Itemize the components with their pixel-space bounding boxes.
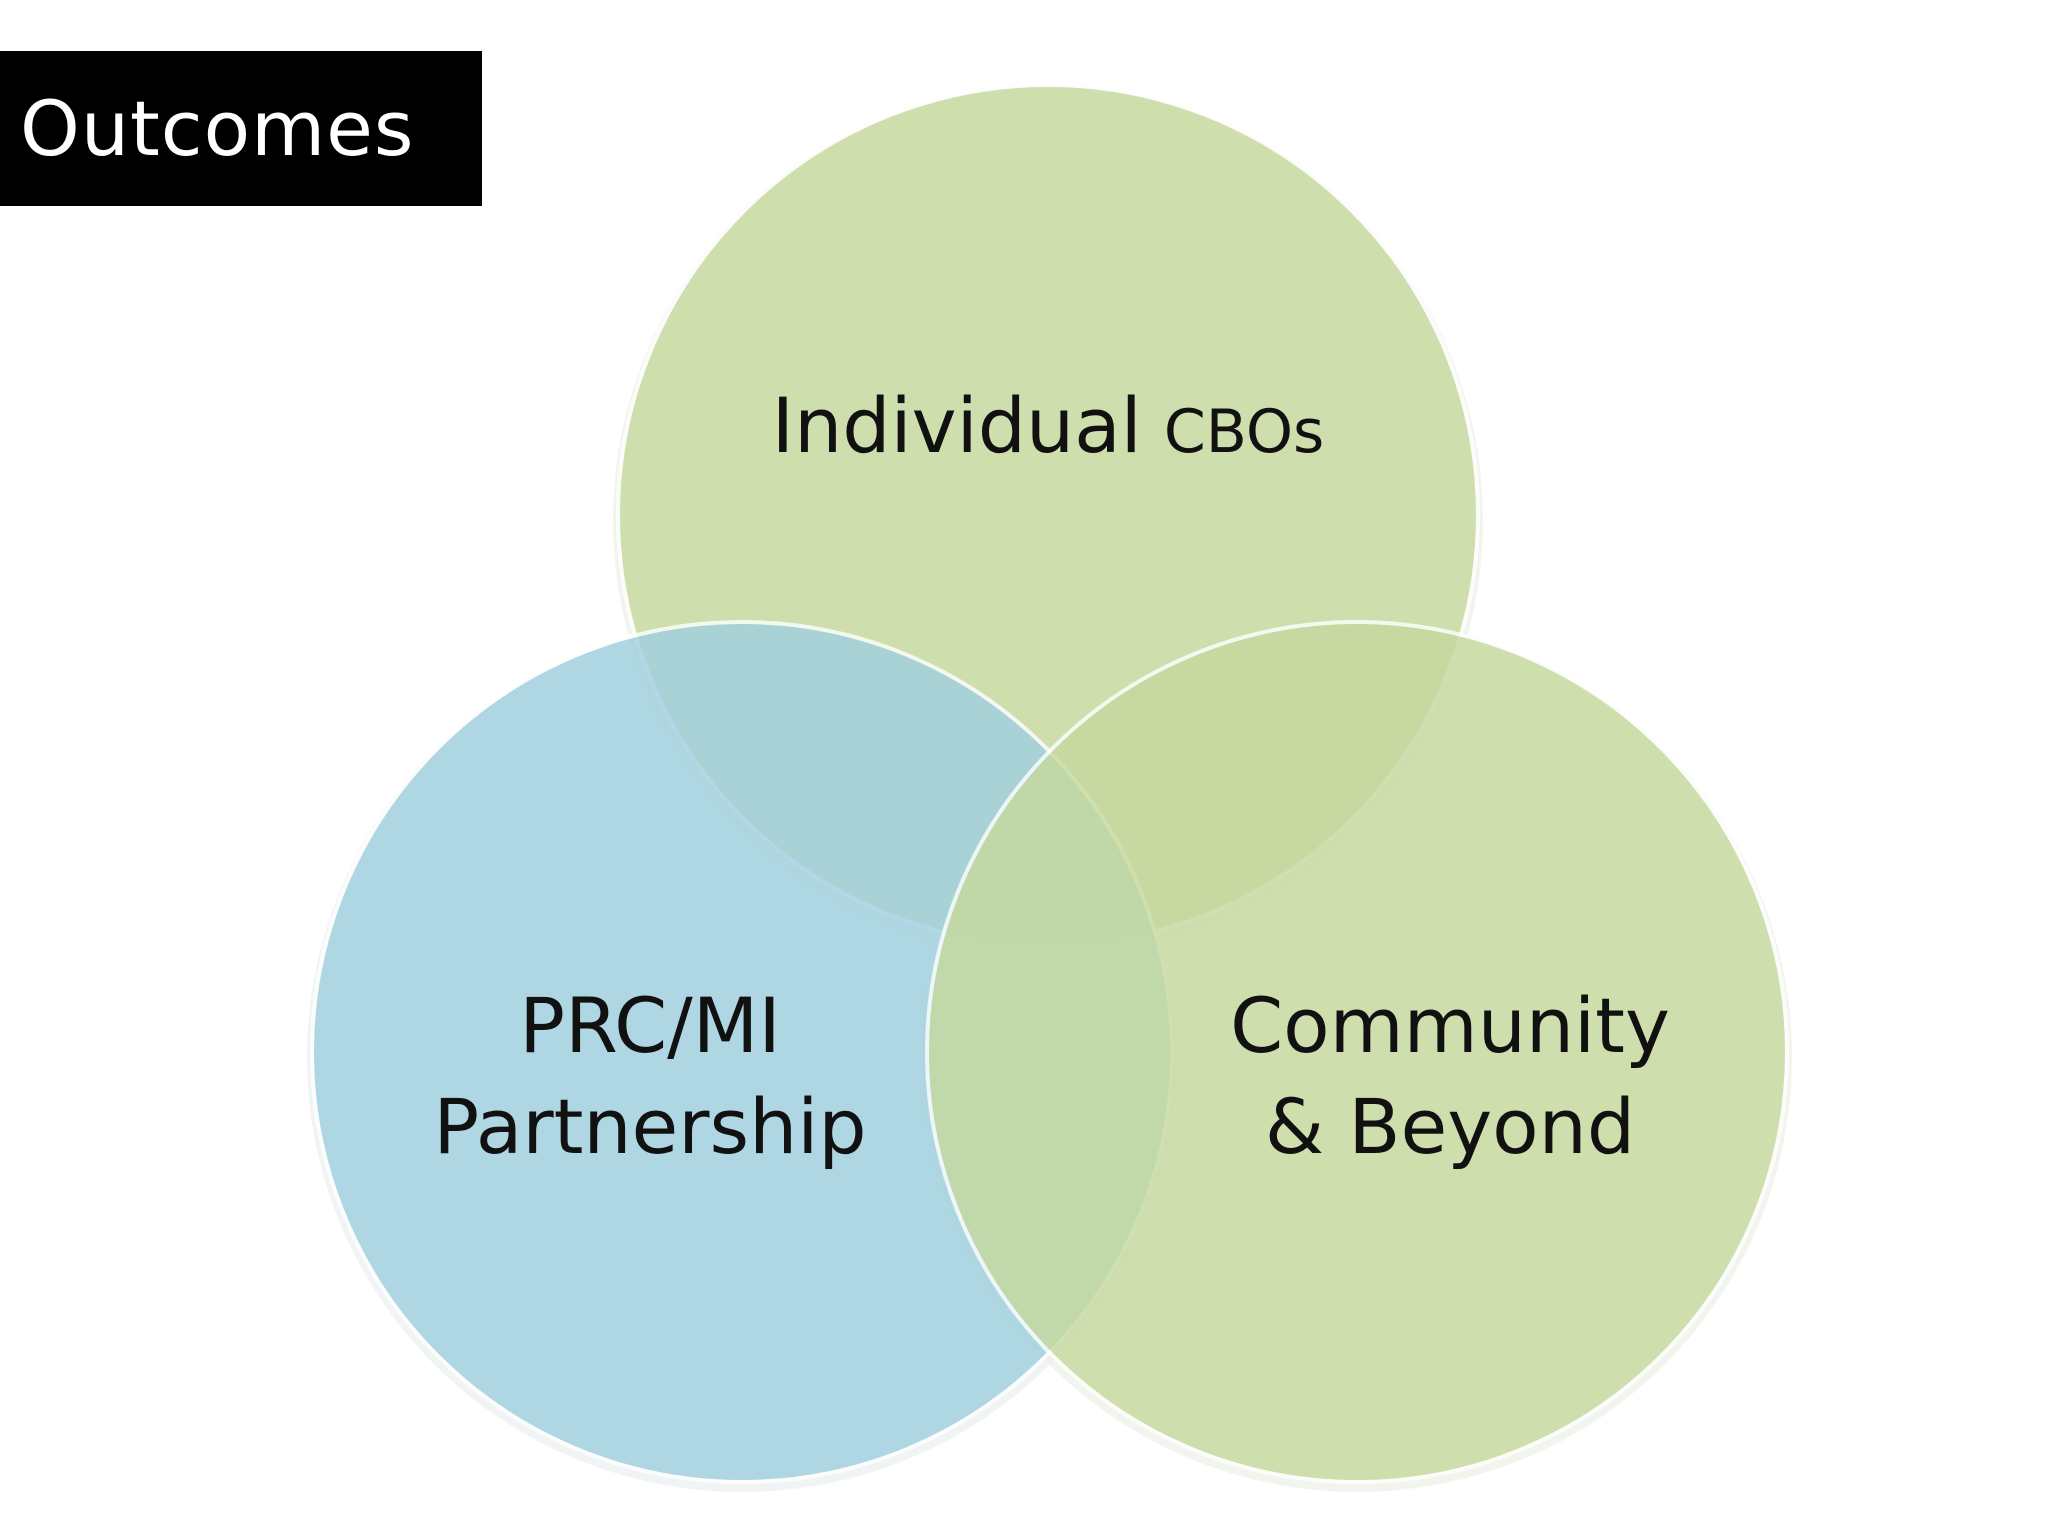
- label-cbos: CBOs: [1164, 397, 1325, 467]
- label-partnership: Partnership: [433, 1082, 866, 1171]
- title-box: Outcomes: [0, 51, 482, 206]
- label-prc-mi: PRC/MI: [519, 981, 781, 1070]
- circle-community-beyond: [925, 620, 1789, 1484]
- label-individual-cbos: Individual CBOs: [772, 381, 1325, 470]
- label-community: Community: [1230, 981, 1670, 1070]
- label-and-beyond: & Beyond: [1265, 1082, 1635, 1171]
- slide-title: Outcomes: [20, 83, 415, 173]
- label-individual: Individual: [772, 381, 1142, 470]
